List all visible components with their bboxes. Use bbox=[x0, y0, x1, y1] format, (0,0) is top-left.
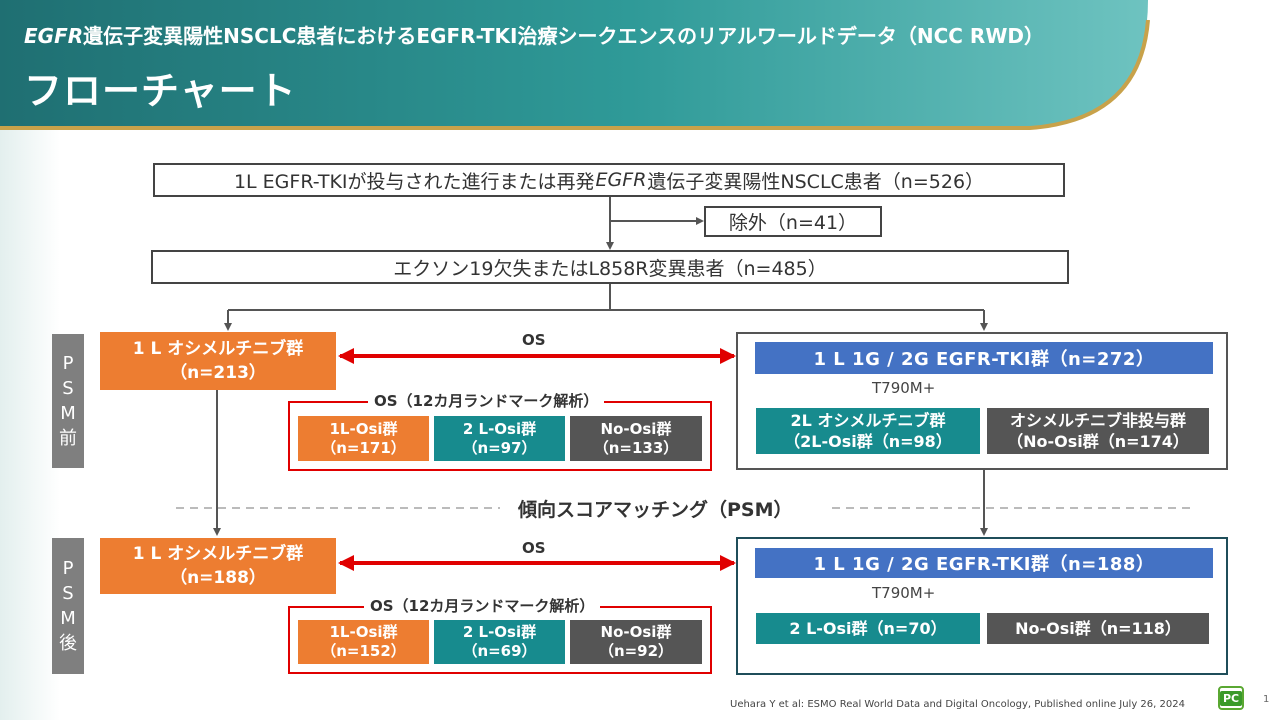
excluded-box: 除外（n=41） bbox=[704, 206, 882, 237]
t790m-label-after: T790M+ bbox=[872, 584, 936, 602]
subtitle-text: 遺伝子変異陽性NSCLC患者におけるEGFR-TKI治療シークエンスのリアルワー… bbox=[83, 24, 1044, 48]
header-banner bbox=[0, 0, 1150, 130]
publisher-logo: PC bbox=[1218, 686, 1244, 710]
subtitle-gene: EGFR bbox=[24, 24, 84, 48]
mutation-patients-box: エクソン19欠失またはL858R変異患者（n=485） bbox=[151, 250, 1069, 284]
landmark-label-before: OS（12カ月ランドマーク解析） bbox=[368, 390, 605, 411]
egfr-tki-1g2g-group-before: 1 L 1G / 2G EGFR-TKI群（n=272） bbox=[755, 342, 1213, 374]
landmark-2l-osi-after: 2 L-Osi群 （n=69） bbox=[434, 620, 565, 664]
landmark-2l-osi-before: 2 L-Osi群 （n=97） bbox=[434, 416, 565, 461]
osimertinib-1l-group-before: 1 L オシメルチニブ群 （n=213） bbox=[100, 332, 336, 390]
page-title: フローチャート bbox=[24, 69, 297, 113]
page-number: 1 bbox=[1263, 694, 1270, 705]
top-suffix: 遺伝子変異陽性NSCLC患者（n=526） bbox=[647, 170, 985, 193]
top-prefix: 1L EGFR-TKIが投与された進行または再発 bbox=[233, 170, 595, 193]
top-gene: EGFR bbox=[595, 169, 647, 191]
header-subtitle: EGFR遺伝子変異陽性NSCLC患者におけるEGFR-TKI治療シークエンスのリ… bbox=[24, 20, 1134, 49]
no-osi-group-after: No-Osi群（n=118） bbox=[987, 613, 1209, 644]
landmark-label-after: OS（12カ月ランドマーク解析） bbox=[364, 595, 601, 616]
psm-divider-label: 傾向スコアマッチング（PSM） bbox=[512, 495, 799, 522]
logo-text: PC bbox=[1219, 690, 1243, 706]
t790m-label-before: T790M+ bbox=[872, 379, 936, 397]
os-label-before: OS bbox=[522, 331, 546, 349]
no-osimertinib-group-before: オシメルチニブ非投与群 （No-Osi群（n=174） bbox=[987, 408, 1209, 454]
psm-before-label: P S M 前 bbox=[52, 334, 84, 468]
osi-2l-group-after: 2 L-Osi群（n=70） bbox=[756, 613, 980, 644]
landmark-1l-osi-before: 1L-Osi群 （n=171） bbox=[298, 416, 429, 461]
landmark-no-osi-before: No-Osi群 （n=133） bbox=[570, 416, 702, 461]
landmark-no-osi-after: No-Osi群 （n=92） bbox=[570, 620, 702, 664]
psm-after-label: P S M 後 bbox=[52, 538, 84, 674]
osimertinib-1l-group-after: 1 L オシメルチニブ群 （n=188） bbox=[100, 538, 336, 594]
citation: Uehara Y et al: ESMO Real World Data and… bbox=[730, 699, 1185, 710]
egfr-tki-1g2g-group-after: 1 L 1G / 2G EGFR-TKI群（n=188） bbox=[755, 548, 1213, 578]
os-label-after: OS bbox=[522, 539, 546, 557]
osimertinib-2l-group-before: 2L オシメルチニブ群 （2L-Osi群（n=98） bbox=[756, 408, 980, 454]
landmark-1l-osi-after: 1L-Osi群 （n=152） bbox=[298, 620, 429, 664]
